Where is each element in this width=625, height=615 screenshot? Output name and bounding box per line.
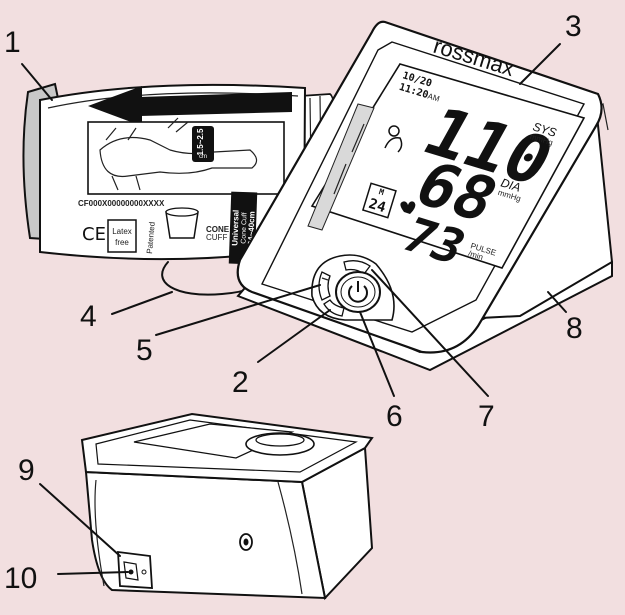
latex-free-badge xyxy=(107,219,137,253)
callout-3: 3 xyxy=(565,10,582,43)
callout-10: 10 xyxy=(4,562,37,595)
svg-text:1.5~2.5: 1.5~2.5 xyxy=(196,128,205,155)
svg-text:Latex: Latex xyxy=(112,227,132,236)
callout-1: 1 xyxy=(4,26,21,59)
callout-2: 2 xyxy=(232,366,249,399)
cone-cuff-logo: CONE CUFF xyxy=(165,207,230,242)
monitor-main: rossmax 10/20 11:20 AM 110 SYS xyxy=(236,20,614,372)
svg-text:cm: cm xyxy=(199,154,207,160)
patented-label: Patented xyxy=(145,221,157,254)
power-icon xyxy=(348,281,368,303)
svg-text:Universal: Universal xyxy=(230,210,240,246)
direction-arrow-icon xyxy=(140,92,292,116)
lcd-ampm: AM xyxy=(427,92,441,104)
svg-text:CONE: CONE xyxy=(206,225,230,234)
pulse-unit: /min xyxy=(467,249,484,262)
range-badge xyxy=(192,126,214,162)
monitor-side-view xyxy=(80,412,374,601)
svg-text:24: 24 xyxy=(367,196,388,216)
person-icon xyxy=(384,125,403,153)
callout-7: 7 xyxy=(478,400,495,433)
heart-icon xyxy=(400,201,416,214)
svg-text:M: M xyxy=(378,187,385,197)
instruction-panel xyxy=(87,121,285,195)
svg-text:free: free xyxy=(115,238,129,247)
callout-8: 8 xyxy=(566,312,583,345)
ce-mark: CE xyxy=(82,224,106,245)
dia-label: DIA xyxy=(499,175,522,194)
callout-4: 4 xyxy=(80,300,97,333)
callout-5: 5 xyxy=(136,334,153,367)
set-button[interactable] xyxy=(318,271,331,301)
sys-label: SYS xyxy=(531,119,558,139)
leader-lines xyxy=(21,43,567,575)
memory-indicator: M 24 xyxy=(361,182,397,219)
callout-9: 9 xyxy=(18,454,35,487)
cuff-serial: CF000X00000000XXXX xyxy=(78,199,165,208)
callout-6: 6 xyxy=(386,400,403,433)
cuff: 1.5~2.5 cm CF000X00000000XXXX CE Latex f… xyxy=(22,82,340,296)
svg-text:24~40cm: 24~40cm xyxy=(246,211,256,245)
svg-text:CUFF: CUFF xyxy=(206,233,227,242)
svg-text:Cone Cuff: Cone Cuff xyxy=(240,212,248,244)
lcd-display: 10/20 11:20 AM 110 SYS mmHg 68 DIA xyxy=(307,63,586,275)
callout-numbers: 1 2 3 4 5 6 7 8 9 10 xyxy=(4,10,583,595)
